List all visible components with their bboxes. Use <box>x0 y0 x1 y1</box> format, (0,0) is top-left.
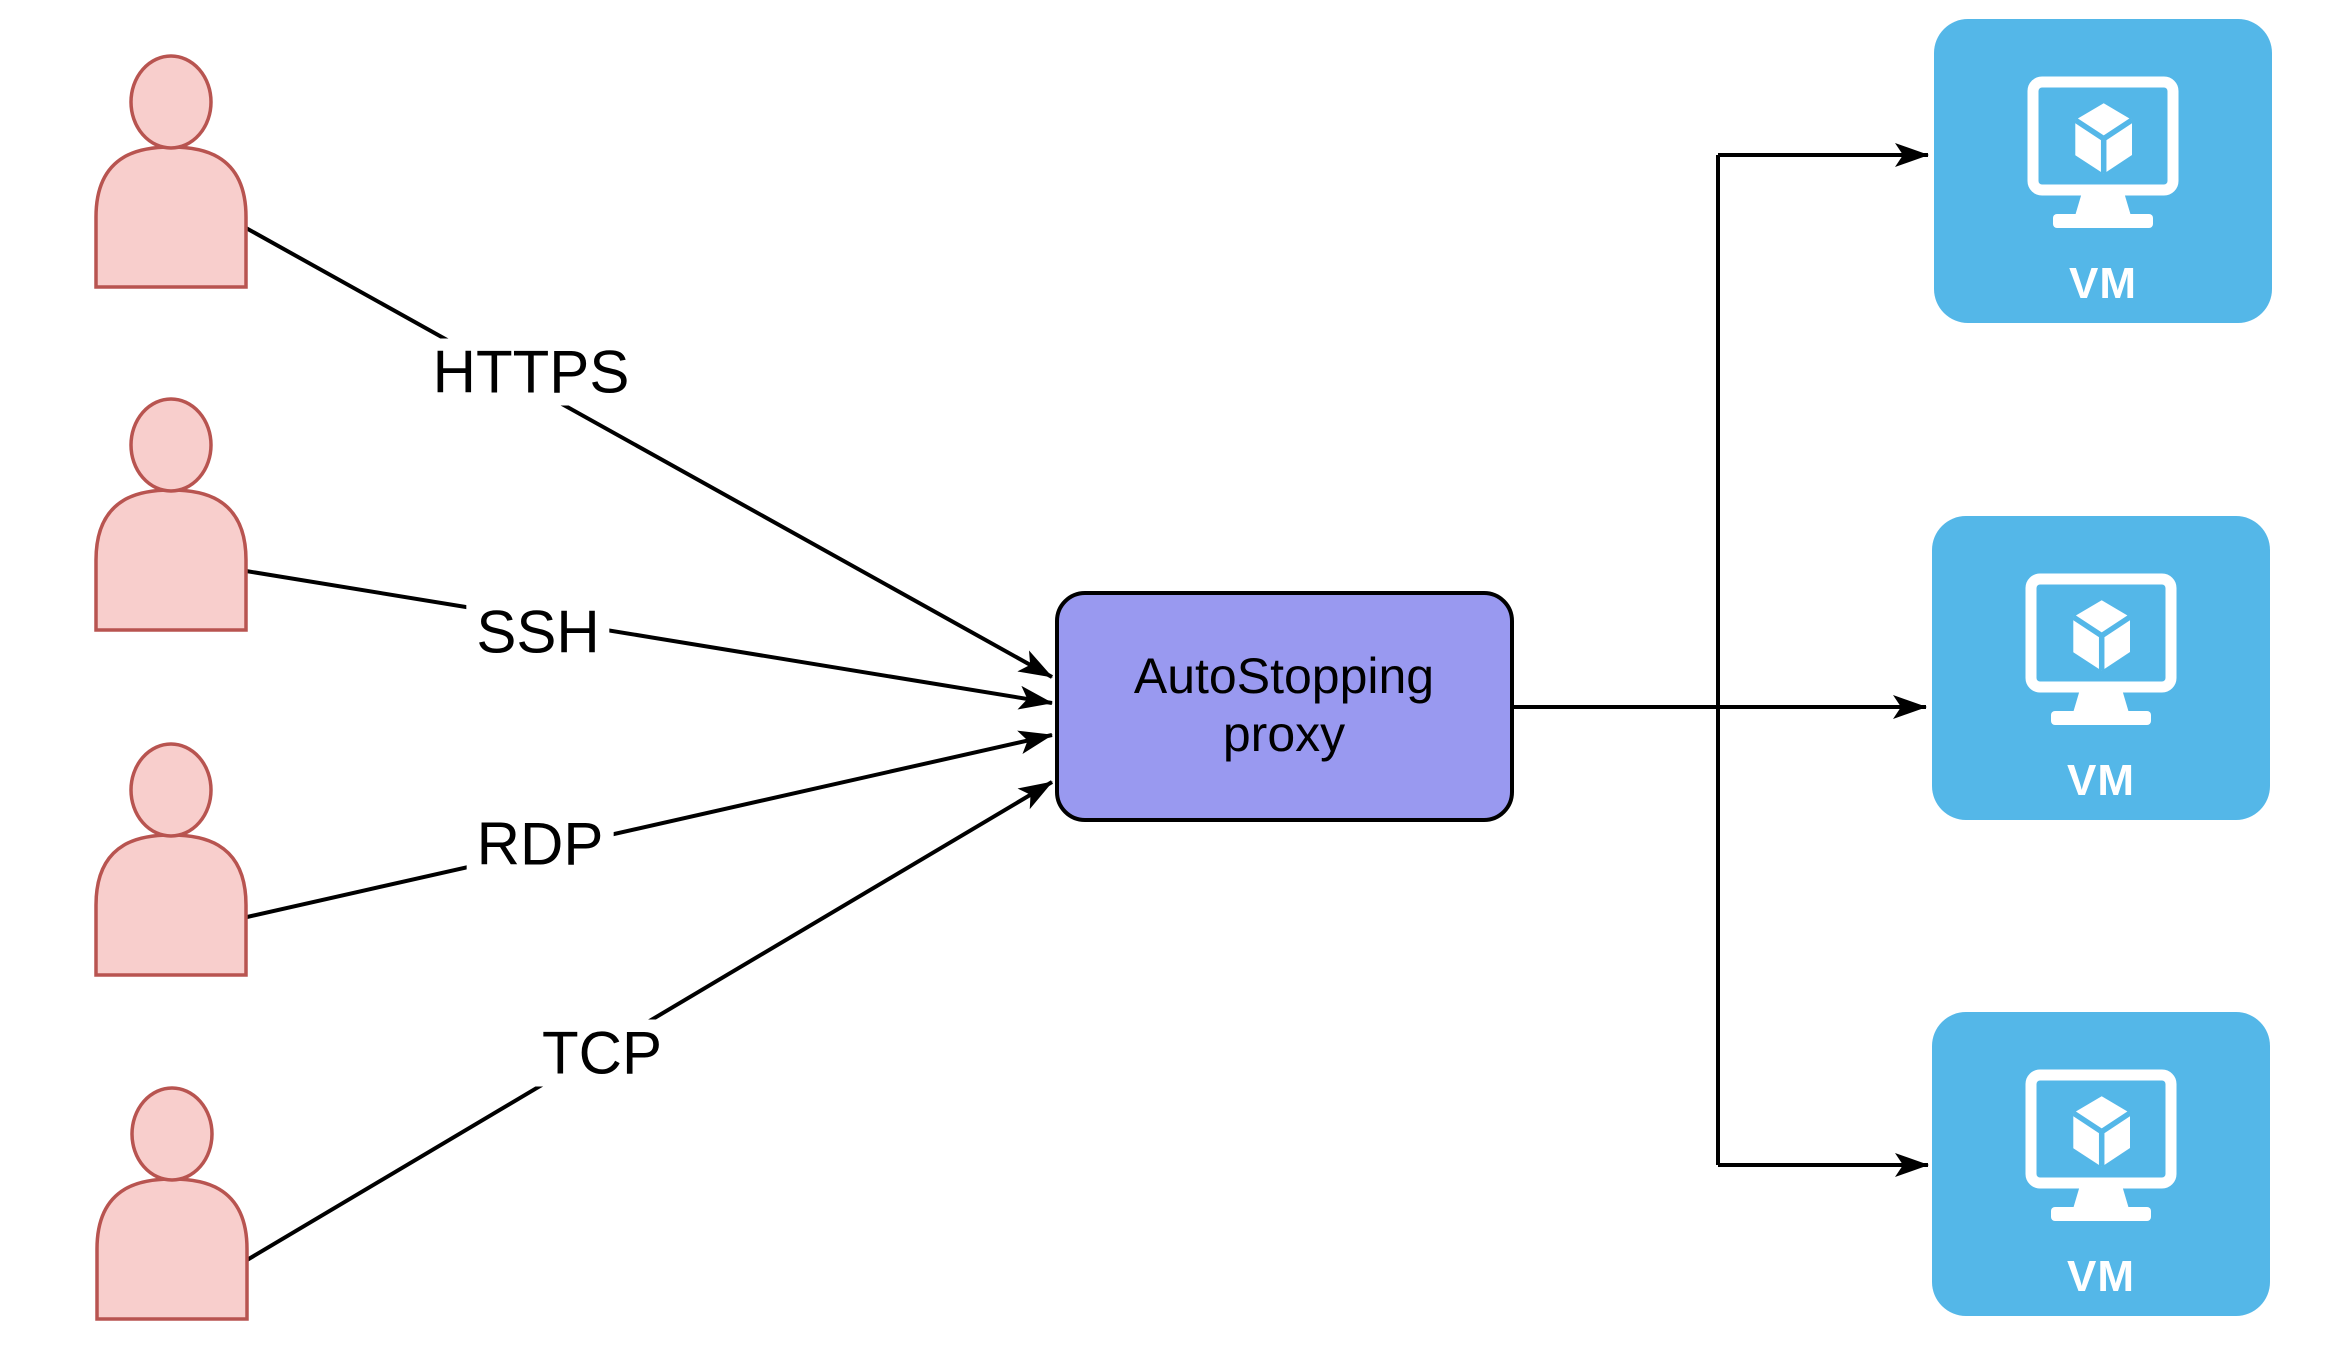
edge-label-https: HTTPS <box>422 338 640 406</box>
edge-label-tcp: TCP <box>532 1019 672 1087</box>
edge-label-ssh: SSH <box>466 598 610 666</box>
edge-label-rdp: RDP <box>466 810 614 878</box>
connector-rdp <box>246 730 1053 919</box>
user-icon <box>94 397 248 632</box>
proxy-label-line2: proxy <box>1222 706 1346 762</box>
proxy-label-line1: AutoStopping <box>1133 648 1435 704</box>
connector-ssh <box>245 569 1053 710</box>
vm-label: VM <box>2067 1252 2135 1301</box>
user-icon <box>94 54 248 289</box>
proxy-label: AutoStopping proxy <box>1134 647 1434 763</box>
connector-https <box>245 226 1053 679</box>
autostopping-proxy-box <box>1055 591 1514 822</box>
user-icon <box>94 742 248 977</box>
vm-label: VM <box>2069 259 2137 308</box>
vm-label: VM <box>2067 756 2135 805</box>
user-icon <box>95 1086 249 1321</box>
